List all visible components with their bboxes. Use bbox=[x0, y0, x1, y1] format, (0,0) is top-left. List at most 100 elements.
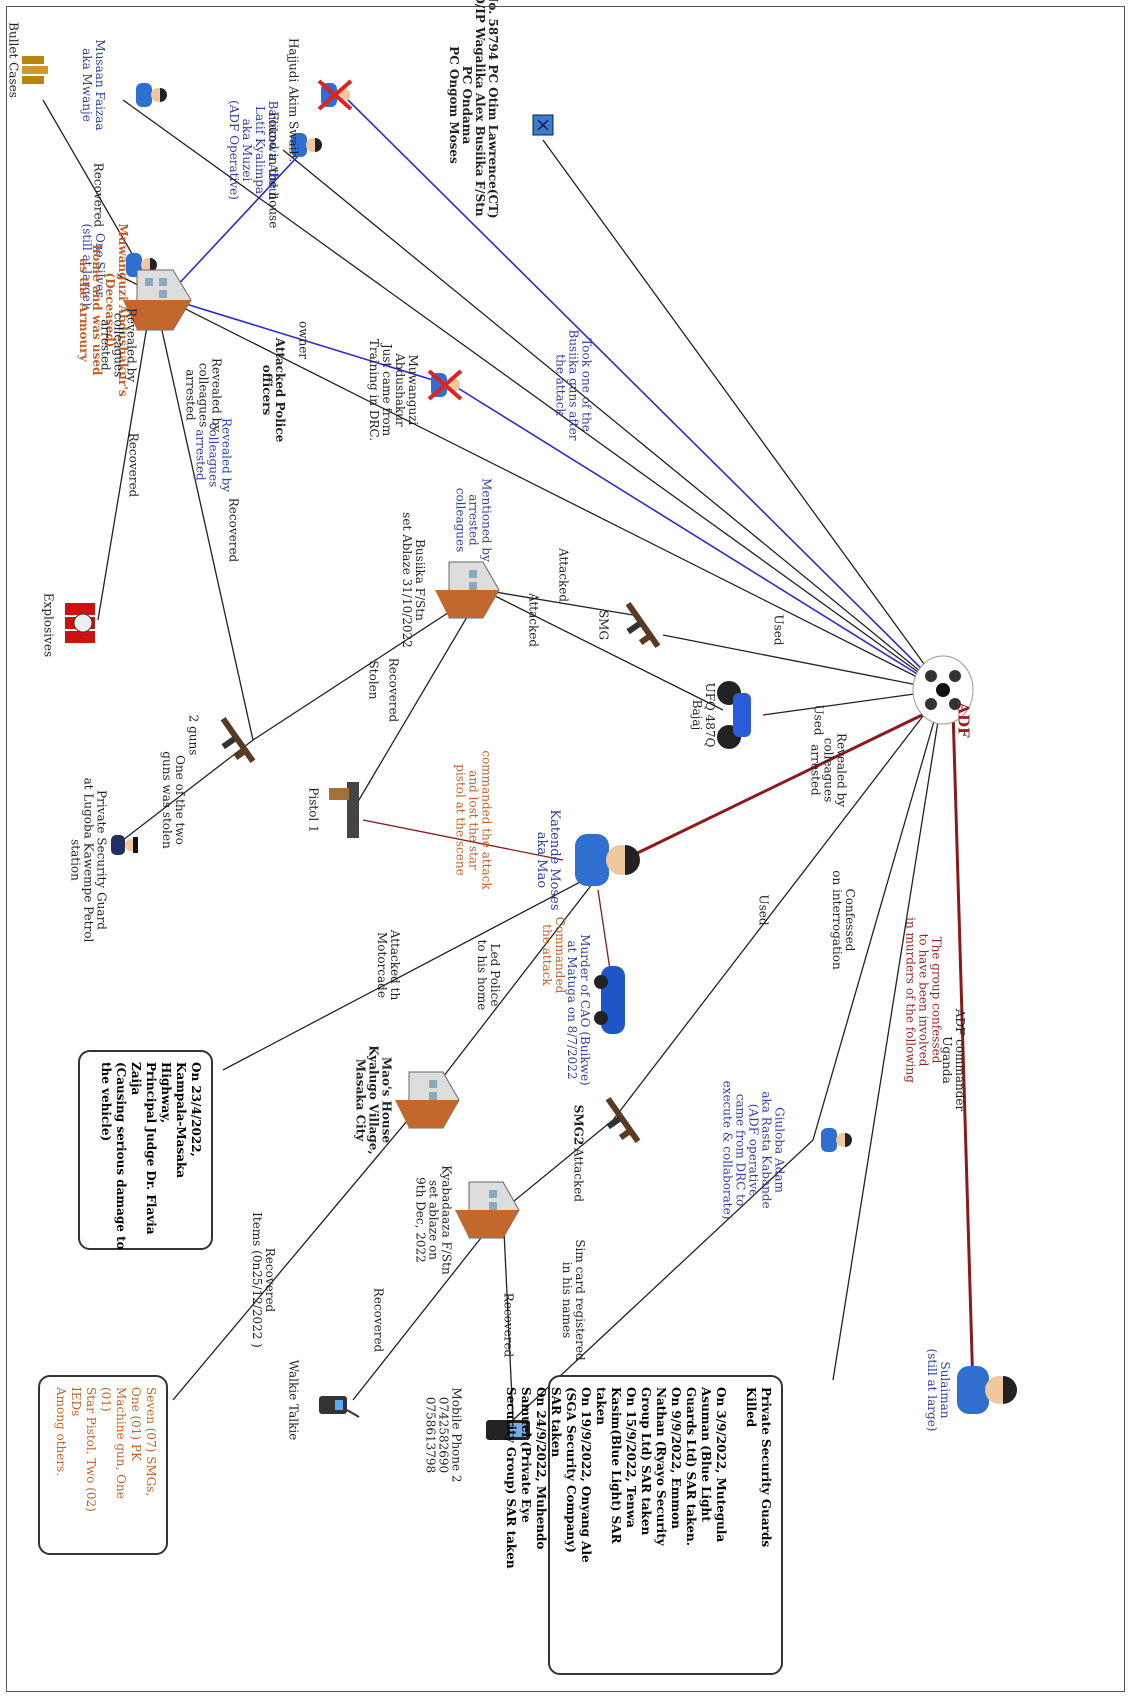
edge-sulaiman-adf bbox=[951, 709, 975, 1391]
smg-icon bbox=[625, 601, 661, 649]
recovered-items-box: Seven (07) SMGs, One (01) PK Machine gun… bbox=[38, 1375, 168, 1555]
edge-label-attacked-1: Attacked bbox=[556, 547, 571, 603]
edge-label-recovered-explosives: Recovered bbox=[126, 432, 141, 498]
node-guard-label: Private Security Guard at Lugoba Kawempe… bbox=[68, 777, 109, 943]
edge-busiika-guns bbox=[252, 589, 484, 741]
walkie-talkie-icon bbox=[319, 1396, 360, 1418]
node-adf-label: ADF bbox=[954, 702, 973, 738]
person-giuloba-icon bbox=[821, 1128, 852, 1152]
explosives-icon bbox=[65, 603, 95, 643]
edge-label-used-smg: Used bbox=[771, 614, 786, 646]
building-busiika-icon bbox=[435, 561, 500, 619]
edge-label-mentioned: Mentioned by arrested colleagues bbox=[453, 478, 494, 562]
edge-katende-motorcade bbox=[222, 869, 604, 1071]
edge-label-recovered-mobile: Recovered bbox=[501, 1292, 516, 1358]
node-police-label: No. 58794 PC Otim Lawrence(CT) D/IP Waga… bbox=[447, 0, 500, 219]
node-smg-label: SMG bbox=[596, 609, 611, 641]
edge-label-recovered-bullets: Recovered bbox=[91, 162, 106, 228]
edge-label-recovered-walkie: Recovered bbox=[371, 1287, 386, 1353]
person-guard-icon bbox=[111, 835, 138, 855]
node-giuloba-label: Giuloba Adam aka Rasta Kabande (ADF oper… bbox=[720, 1080, 787, 1220]
node-bullet-cases-label: Bullet Cases bbox=[6, 22, 21, 98]
police-badge-icon bbox=[532, 114, 554, 136]
node-sulaiman-label: Sulaiman (still at large) bbox=[925, 1348, 952, 1432]
mobile-phone-icon bbox=[486, 1420, 530, 1440]
building-maos-house-icon bbox=[395, 1071, 460, 1129]
node-busiika-label: Busiika F/Stn set Ablaze 31/10/2022 bbox=[400, 512, 427, 648]
motorcycle-icon bbox=[717, 681, 751, 749]
edge-hajjudi-adf bbox=[347, 99, 944, 691]
edge-label-motorcade: Attacked th Motorcade bbox=[375, 929, 402, 1001]
node-car-label: Murder of CAO (Buikwe) at Matuga on 8/7/… bbox=[565, 934, 592, 1086]
edge-adf-giuloba bbox=[812, 689, 944, 1141]
node-katende-label: Katende Moses aka Mao bbox=[534, 809, 562, 911]
deceased-hajjudi-icon bbox=[317, 79, 353, 111]
edge-musaa-adf bbox=[122, 99, 944, 691]
node-hajjudi-label: Hajjudi Akim Swaib. bbox=[286, 37, 301, 163]
edge-house-guns bbox=[152, 289, 254, 741]
edge-bailikowa-adf bbox=[282, 149, 944, 691]
two-guns-icon bbox=[220, 716, 256, 764]
edge-label-took-gun: Took one of the Busiika guns after the a… bbox=[553, 329, 594, 441]
edge-label-led-police: Led Police to his home bbox=[475, 939, 502, 1011]
edge-label-group-confessed: The group confessed to have been involve… bbox=[903, 917, 944, 1083]
edge-label-confessed: Confessed on interrogation bbox=[830, 870, 857, 970]
diagram-frame bbox=[6, 6, 1125, 1692]
car-icon bbox=[594, 966, 625, 1034]
edge-label-recovered-pistol: Recovered bbox=[386, 657, 401, 723]
edge-label-attacked-police: Attacked Police officers bbox=[260, 337, 287, 443]
edge-police-adf bbox=[542, 139, 944, 691]
edge-busiika-pistol bbox=[352, 589, 484, 811]
node-pistol-label: Pistol 1 bbox=[306, 787, 321, 833]
edge-label-attacked-2: Attacked bbox=[526, 592, 541, 648]
edge-adf-guardsbox bbox=[832, 689, 944, 1381]
edge-label-commanded-car: Commanded the attack bbox=[540, 916, 567, 994]
node-explosives-label: Explosives bbox=[41, 592, 56, 658]
edge-katende-maoshouse bbox=[432, 869, 604, 1091]
node-bike-label: UFQ 487Q Bajaj bbox=[690, 682, 717, 748]
edge-adf-smg2 bbox=[612, 689, 944, 1121]
edge-kyab-walkie bbox=[352, 1209, 504, 1401]
edge-busiika-smg bbox=[482, 589, 634, 616]
node-muwanguzi-label: Muwanguzi Abdushakur Just came from Trai… bbox=[367, 338, 420, 442]
edge-muwanguzi-adf bbox=[452, 384, 944, 691]
node-mobile-label: Mobile Phone 2 0742582690 0758613798 bbox=[423, 1387, 464, 1483]
edge-smg-adf bbox=[662, 634, 944, 691]
edge-onesilver-adf bbox=[117, 274, 944, 691]
building-kyabadaaza-icon bbox=[455, 1181, 520, 1239]
edge-label-sim-card: Sim card registered in his names bbox=[560, 1239, 587, 1361]
person-katende-icon bbox=[575, 834, 640, 886]
edge-label-revealed-1: Revealed by colleagues arrested bbox=[98, 307, 139, 383]
deceased-muwanguzi-icon bbox=[427, 369, 463, 401]
edge-label-attacked-kyab: Attacked bbox=[571, 1147, 586, 1203]
edge-giuloba-mobile bbox=[512, 1139, 814, 1421]
node-kyabadaaza-label: Kyabadaaza F/Stn set ablaze on 9th Dec, … bbox=[413, 1165, 454, 1275]
edge-guns-guard bbox=[122, 739, 254, 841]
edge-smg2-kyab bbox=[502, 1119, 614, 1211]
node-two-guns-label: 2 guns bbox=[186, 714, 201, 756]
edge-katende-pistol bbox=[362, 819, 564, 861]
node-musaa-label: Musaan Faizaa aka Mwanje bbox=[80, 39, 107, 131]
smg2-icon bbox=[605, 1096, 641, 1144]
node-maos-house-label: Mao's House Kyalugo Village, Masaka City bbox=[353, 1045, 394, 1155]
edge-muwanguzi-house bbox=[172, 299, 434, 381]
edge-label-recovered-items: Recovered Items (0n25/12/2022 ) bbox=[250, 1212, 277, 1348]
adf-group-icon bbox=[912, 655, 974, 725]
guards-killed-box: Private Security Guards Killed On 3/9/20… bbox=[504, 1375, 783, 1675]
node-walkie-label: Walkie Talkie bbox=[286, 1359, 301, 1441]
node-smg2-label: SMG2 bbox=[571, 1104, 586, 1146]
edge-label-owner: owner bbox=[296, 320, 311, 360]
edge-label-stolen: Stolen bbox=[366, 660, 381, 700]
person-bailikowa-icon bbox=[291, 133, 322, 157]
edge-hajjudi-house bbox=[172, 139, 314, 291]
edge-label-revealed-katende: Revealed by colleagues arrested bbox=[808, 732, 849, 808]
edge-label-used-smg2: Used bbox=[756, 894, 771, 926]
building-armoury-icon bbox=[123, 269, 192, 331]
edge-label-recovered-guns: Recovered bbox=[226, 497, 241, 563]
bullet-cases-icon bbox=[22, 56, 48, 84]
edge-label-commander: ADF commander Uganda bbox=[940, 1008, 967, 1112]
edge-maoshouse-recovered bbox=[172, 1089, 434, 1401]
person-sulaiman-icon bbox=[957, 1366, 1017, 1414]
pistol-icon bbox=[329, 782, 359, 838]
